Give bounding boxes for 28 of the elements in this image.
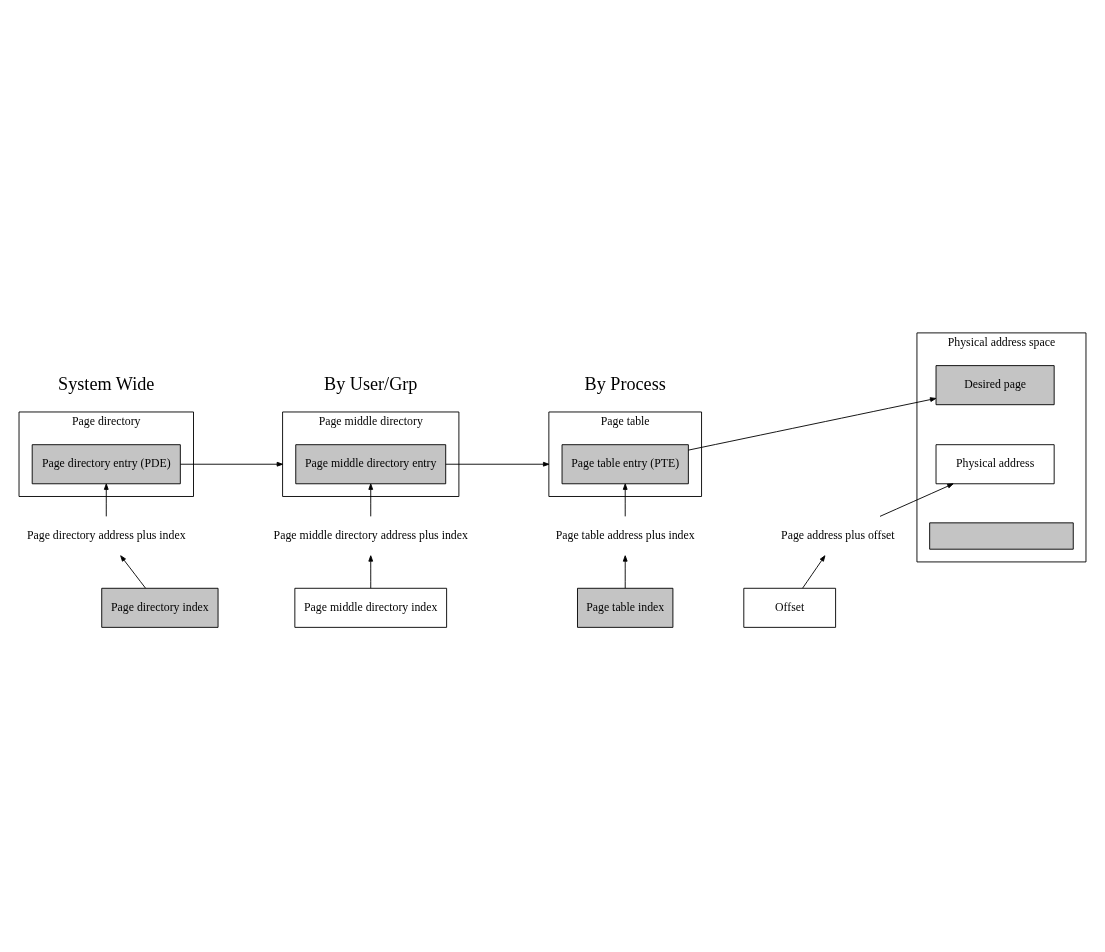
node-label: By Process bbox=[584, 373, 666, 394]
node-box: Page directory entry (PDE) bbox=[31, 443, 181, 484]
arrow bbox=[368, 554, 374, 589]
node-text: Page directory address plus index bbox=[26, 527, 186, 542]
node-box: Desired page bbox=[935, 364, 1055, 405]
arrow bbox=[622, 483, 628, 517]
node-box: Page middle directory entry bbox=[295, 443, 447, 484]
node-box: Physical address bbox=[935, 443, 1055, 484]
node-text: Page table address plus index bbox=[555, 527, 695, 542]
arrow bbox=[622, 554, 628, 589]
arrow bbox=[103, 483, 109, 517]
arrow bbox=[802, 554, 826, 589]
node-label: By User/Grp bbox=[324, 373, 418, 394]
node-box: Page middle directory index bbox=[294, 587, 448, 628]
node-text: Page address plus offset bbox=[781, 527, 895, 542]
node-text: Page middle directory address plus index bbox=[273, 527, 468, 542]
node-box: Page table entry (PTE) bbox=[561, 443, 689, 484]
node-label: System Wide bbox=[58, 373, 155, 394]
node-box: Page table index bbox=[577, 587, 674, 628]
node-box: Page directory index bbox=[101, 587, 219, 628]
node-bar bbox=[929, 521, 1074, 550]
node-box: Offset bbox=[743, 587, 837, 628]
arrow bbox=[445, 461, 550, 467]
arrow bbox=[687, 396, 937, 451]
arrow bbox=[368, 483, 374, 517]
arrow bbox=[179, 461, 284, 467]
arrow bbox=[120, 554, 146, 589]
arrow bbox=[879, 482, 954, 517]
